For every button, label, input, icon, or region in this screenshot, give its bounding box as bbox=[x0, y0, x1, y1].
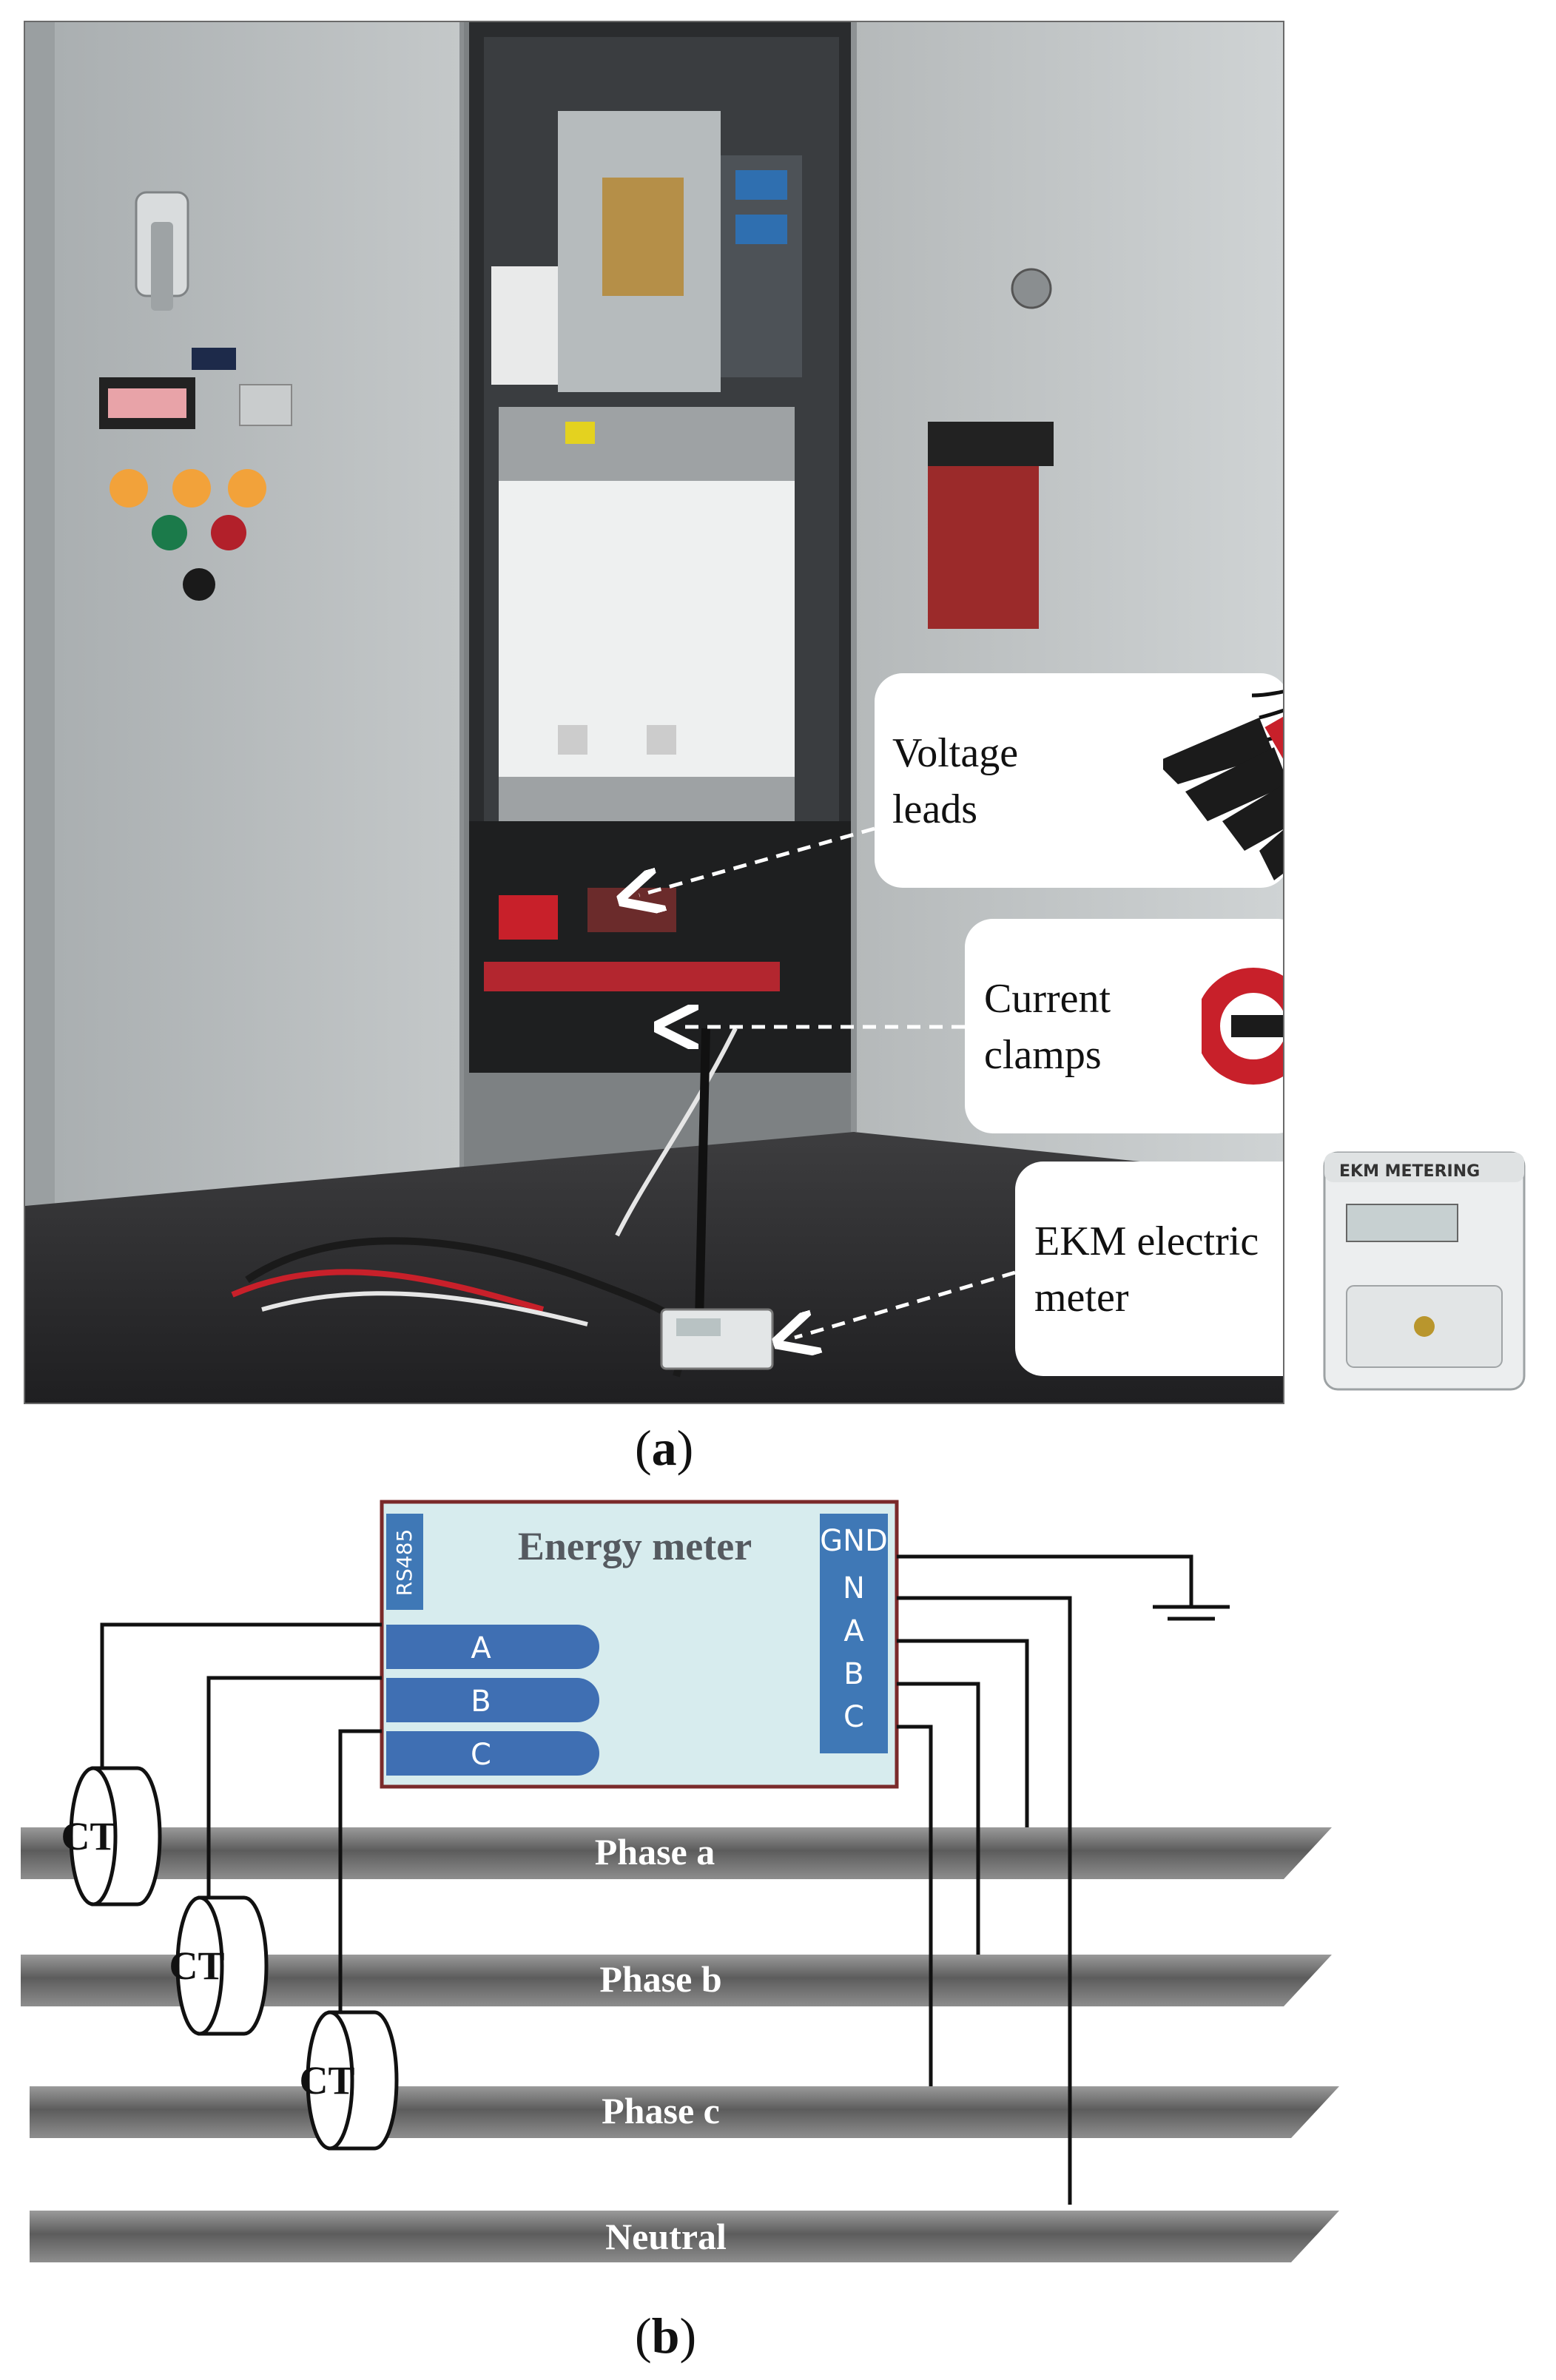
terminal-c: C bbox=[843, 1700, 864, 1734]
ekm-meter-brand: EKM METERING bbox=[1339, 1162, 1480, 1181]
voltage-leads-image bbox=[1163, 690, 1283, 880]
bus-phase-c: Phase c bbox=[30, 2086, 1339, 2138]
wire-ct-c bbox=[338, 1729, 382, 2012]
ground-symbol bbox=[897, 1554, 1230, 1621]
wire-ct-a bbox=[100, 1622, 382, 1768]
caption-a-open: ( bbox=[635, 1420, 652, 1476]
ct-phase-b-label: CT bbox=[169, 1944, 224, 1988]
caption-a-letter: a bbox=[651, 1420, 677, 1476]
ekm-meter-callout: EKM electric meter bbox=[1015, 1162, 1283, 1376]
voltage-leads-callout: Voltage leads bbox=[875, 673, 1283, 888]
caption-b: (b) bbox=[635, 2307, 696, 2365]
caption-b-close: ) bbox=[679, 2307, 697, 2364]
terminal-b: B bbox=[843, 1657, 863, 1691]
ekm-meter-label: EKM electric meter bbox=[1034, 1218, 1259, 1321]
ct-phase-c: CT bbox=[299, 2010, 399, 2151]
wire-voltage-b bbox=[897, 1682, 980, 1955]
switchgear-photo bbox=[25, 22, 1283, 1403]
terminal-gnd: GND bbox=[820, 1524, 888, 1558]
bus-neutral-label: Neutral bbox=[605, 2216, 727, 2257]
callout-arrows bbox=[25, 826, 1016, 1403]
ekm-meter-arrow bbox=[795, 1270, 1016, 1338]
bus-phase-c-label: Phase c bbox=[602, 2090, 720, 2131]
current-clamps-label: Current clamps bbox=[984, 976, 1111, 1078]
energy-meter: RS485 Energy meter A B C GND N A B C bbox=[380, 1500, 899, 1789]
energy-meter-title: Energy meter bbox=[518, 1524, 752, 1568]
current-pin-b-label: B bbox=[471, 1685, 491, 1719]
bus-phase-b-label: Phase b bbox=[599, 1958, 721, 2000]
bus-phase-b: Phase b bbox=[21, 1955, 1332, 2006]
caption-b-open: ( bbox=[635, 2307, 652, 2364]
wire-neutral bbox=[897, 1596, 1072, 2205]
photo-panel: Voltage leads Current clamps EKM electri… bbox=[24, 21, 1284, 1404]
caption-b-letter: b bbox=[651, 2307, 680, 2364]
ekm-meter-product: EKM METERING bbox=[1317, 1145, 1532, 1397]
rs485-port bbox=[386, 1514, 423, 1610]
terminal-n: N bbox=[843, 1571, 865, 1605]
ct-phase-a-label: CT bbox=[61, 1814, 116, 1858]
current-pin-b bbox=[386, 1678, 599, 1722]
bus-phase-a-label: Phase a bbox=[595, 1831, 715, 1872]
ekm-meter-device: EKM METERING bbox=[1323, 1151, 1526, 1391]
caption-a-close: ) bbox=[676, 1420, 694, 1476]
wire-ct-b bbox=[206, 1676, 382, 1898]
voltage-leads-label: Voltage leads bbox=[892, 730, 1019, 832]
current-clamps-callout: Current clamps bbox=[965, 919, 1283, 1133]
caption-a: (a) bbox=[635, 1419, 693, 1477]
wiring-schematic: Phase a Phase b Phase c Neutral RS485 En… bbox=[21, 1500, 1339, 2262]
current-clamp-image bbox=[1202, 968, 1283, 1085]
bus-phase-a: Phase a bbox=[21, 1827, 1332, 1879]
wire-voltage-a bbox=[897, 1639, 1029, 1827]
current-pin-a-label: A bbox=[471, 1631, 491, 1665]
voltage-leads-arrow bbox=[639, 826, 875, 895]
current-pin-a bbox=[386, 1625, 599, 1669]
current-pin-c bbox=[386, 1731, 599, 1776]
ct-phase-a: CT bbox=[61, 1766, 162, 1907]
ct-phase-b: CT bbox=[169, 1895, 269, 2036]
bus-neutral: Neutral bbox=[30, 2211, 1339, 2262]
ct-phase-c-label: CT bbox=[299, 2058, 354, 2103]
rs485-label: RS485 bbox=[392, 1529, 417, 1597]
voltage-terminal-strip bbox=[820, 1514, 888, 1753]
wire-voltage-c bbox=[897, 1725, 933, 2086]
current-pin-c-label: C bbox=[471, 1738, 491, 1772]
terminal-a: A bbox=[843, 1614, 864, 1648]
